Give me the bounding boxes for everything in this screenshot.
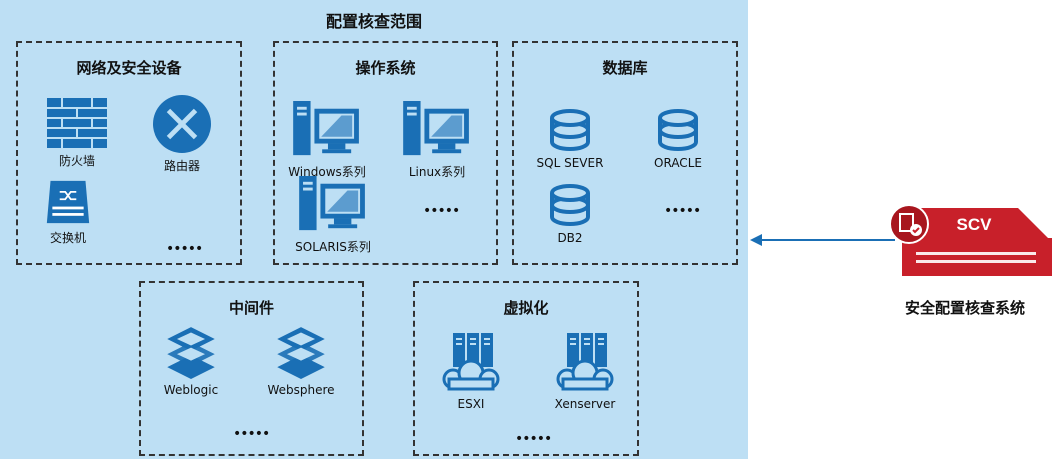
linux-item: Linux系列 [387,101,487,180]
group-title: 网络及安全设备 [76,59,182,77]
database-icon [656,108,700,152]
sqlserver-item: SQL SEVER [520,108,620,170]
solaris-item: SOLARIS系列 [283,176,383,255]
weblogic-item: Weblogic [141,325,241,397]
more-dots: ••••• [233,426,270,442]
more-dots: ••••• [664,203,701,219]
router-item: 路由器 [132,95,232,174]
server-cloud-icon [555,333,615,393]
group-virtualization: 虚拟化 ESXI Xenserver ••••• [413,281,639,456]
item-label: Weblogic [163,383,219,397]
group-title: 中间件 [228,299,274,317]
item-label: ESXI [457,397,485,411]
scv-device: SCV [886,198,1056,282]
more-dots: ••••• [515,431,552,447]
layers-icon [164,325,218,379]
more-dots: ••••• [423,203,460,219]
group-middleware: 中间件 Weblogic Websphere ••••• [139,281,364,456]
item-label: Xenserver [554,397,616,411]
computer-icon [298,176,368,234]
group-title: 数据库 [602,59,648,77]
item-label: ORACLE [654,156,702,170]
switch-item: 交换机 [18,179,118,246]
router-icon [153,95,211,153]
scv-device-icon: SCV [889,204,1052,276]
group-database: 数据库 SQL SEVER ORACLE DB2 ••••• [512,41,738,265]
firewall-icon [47,98,107,148]
websphere-item: Websphere [251,325,351,397]
db2-item: DB2 [520,183,620,245]
xenserver-item: Xenserver [535,333,635,411]
item-label: DB2 [557,231,583,245]
device-badge: SCV [957,215,993,234]
item-label: Windows系列 [288,165,366,179]
firewall-item: 防火墙 [27,98,127,169]
item-label: SQL SEVER [536,156,604,170]
item-label: Websphere [267,383,335,397]
diagram-title: 配置核查范围 [325,12,422,31]
device-label: 安全配置核查系统 [905,299,1026,317]
group-network-security: 网络及安全设备 防火墙 路由器 交换机 ••••• [16,41,242,265]
computer-icon [292,101,362,159]
database-icon [548,108,592,152]
item-label: 路由器 [163,159,200,173]
item-label: 防火墙 [58,154,95,168]
switch-icon [45,179,91,225]
server-cloud-icon [441,333,501,393]
item-label: SOLARIS系列 [295,240,371,254]
windows-item: Windows系列 [277,101,377,180]
scope-panel [0,0,748,459]
group-os: 操作系统 Windows系列 Linux系列 SOLARIS系列 ••••• [273,41,498,265]
item-label: 交换机 [49,231,86,245]
arrow-icon [750,234,895,246]
more-dots: ••••• [166,241,203,257]
database-icon [548,183,592,227]
group-title: 操作系统 [355,59,416,77]
item-label: Linux系列 [408,165,466,179]
group-title: 虚拟化 [503,299,549,317]
oracle-item: ORACLE [628,108,728,170]
esxi-item: ESXI [421,333,521,411]
layers-icon [274,325,328,379]
computer-icon [402,101,472,159]
